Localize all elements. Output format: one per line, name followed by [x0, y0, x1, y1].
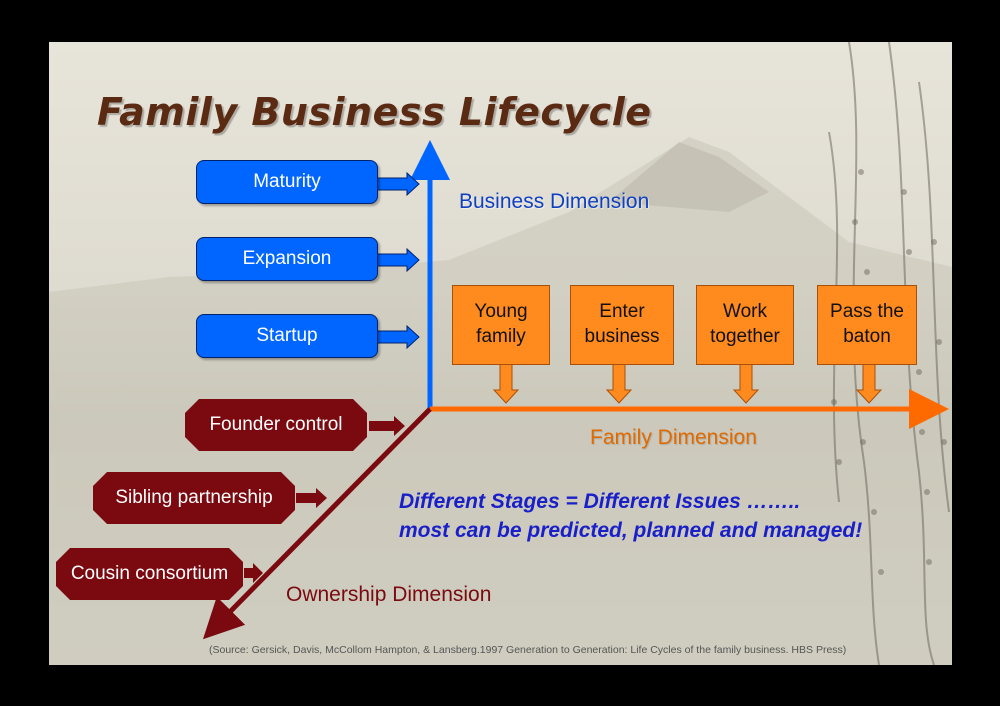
family-stage-line1: Work [723, 301, 767, 323]
family-stage-line2: business [584, 326, 660, 347]
family-stage-line1: Young [474, 301, 528, 323]
family-stage-line1: Enter [599, 301, 645, 323]
business-stage-startup: Startup [196, 314, 378, 358]
business-connectors [376, 171, 420, 350]
axes [202, 140, 949, 640]
background-landscape [49, 42, 952, 665]
family-connectors [492, 363, 883, 404]
business-dimension-label: Business Dimension [459, 190, 650, 213]
message-line-1: Different Stages = Different Issues …….. [399, 490, 801, 513]
ownership-stage-cousin-consortium: Cousin consortium [56, 548, 243, 600]
family-stage-line2: family [476, 326, 526, 347]
message-line-2: most can be predicted, planned and manag… [399, 519, 863, 542]
slide: Family Business Lifecycle Maturity Expan… [49, 42, 952, 665]
family-stage-line1: Pass the [830, 301, 904, 323]
family-stage-young-family: Young family [452, 285, 550, 365]
business-stage-maturity: Maturity [196, 160, 378, 204]
source-citation: (Source: Gersick, Davis, McCollom Hampto… [209, 644, 847, 656]
ownership-stage-sibling-partnership: Sibling partnership [93, 472, 295, 524]
ownership-stage-founder-control: Founder control [185, 399, 367, 451]
family-stage-line2: baton [843, 326, 891, 347]
family-stage-pass-the-baton: Pass the baton [817, 285, 917, 365]
family-stage-enter-business: Enter business [570, 285, 674, 365]
family-dimension-label: Family Dimension [590, 426, 757, 449]
ownership-axis [202, 407, 432, 640]
family-stage-work-together: Work together [696, 285, 794, 365]
ownership-dimension-label: Ownership Dimension [286, 583, 492, 606]
page-title: Family Business Lifecycle [97, 90, 652, 134]
family-stage-line2: together [710, 326, 780, 347]
business-stage-expansion: Expansion [196, 237, 378, 281]
ownership-connectors [244, 416, 405, 583]
